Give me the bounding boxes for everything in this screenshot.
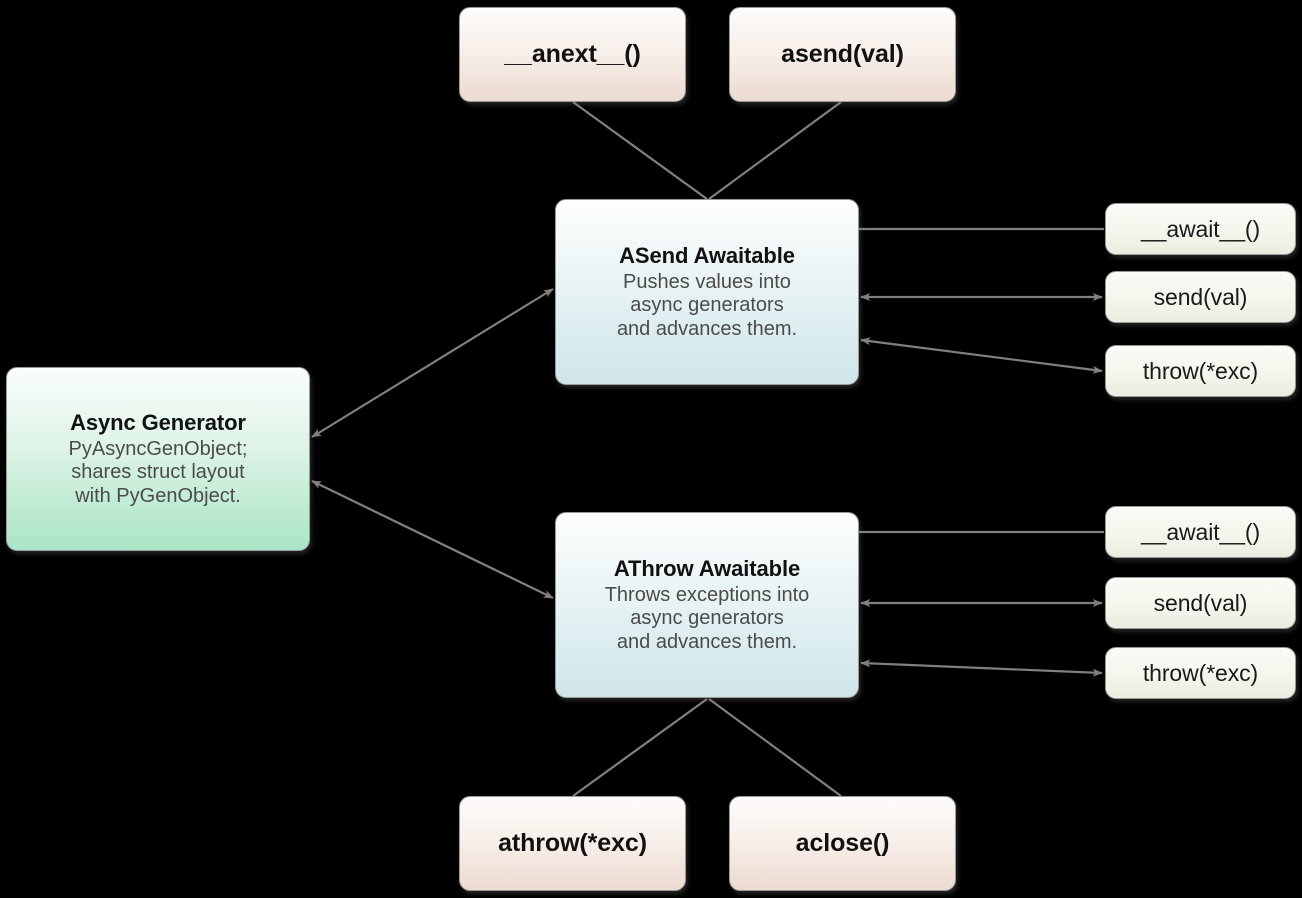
node-asend-await-label: __await__()	[1140, 215, 1261, 242]
node-athrow-send-label: send(val)	[1153, 589, 1248, 616]
node-athrow-awaitable-desc: Throws exceptions into async generators …	[604, 583, 810, 653]
edge-athrow-to-athrow-awaitable	[572, 698, 708, 797]
node-async-generator[interactable]: Async Generator PyAsyncGenObject; shares…	[6, 367, 310, 551]
node-athrow-awaitable-title: AThrow Awaitable	[613, 555, 801, 581]
node-asend-awaitable-desc: Pushes values into async generators and …	[616, 270, 798, 340]
edge-athrow-awaitable-to-throw	[860, 659, 1103, 677]
edge-generator-to-asend-awaitable	[311, 288, 554, 438]
node-asend-send-label: send(val)	[1153, 283, 1248, 310]
node-athrow-await-label: __await__()	[1140, 518, 1261, 545]
node-asend-awaitable[interactable]: ASend Awaitable Pushes values into async…	[555, 199, 859, 385]
node-asend-await[interactable]: __await__()	[1105, 203, 1296, 255]
node-anext[interactable]: __anext__()	[459, 7, 686, 102]
edge-anext-to-asend-awaitable	[572, 101, 708, 200]
node-athrow-label: athrow(*exc)	[498, 829, 647, 857]
node-athrow[interactable]: athrow(*exc)	[459, 796, 686, 891]
node-aclose-label: aclose()	[795, 829, 890, 857]
node-athrow-send[interactable]: send(val)	[1105, 577, 1296, 629]
node-asend-throw[interactable]: throw(*exc)	[1105, 345, 1296, 397]
node-async-generator-desc: PyAsyncGenObject; shares struct layout w…	[68, 437, 248, 507]
node-athrow-throw-label: throw(*exc)	[1142, 659, 1259, 686]
node-anext-label: __anext__()	[504, 40, 641, 68]
node-aclose[interactable]: aclose()	[729, 796, 956, 891]
node-asend-awaitable-title: ASend Awaitable	[619, 242, 795, 268]
node-async-generator-title: Async Generator	[70, 409, 246, 435]
edge-aclose-to-athrow-awaitable	[708, 698, 842, 797]
edge-generator-to-athrow-awaitable	[311, 480, 554, 599]
node-athrow-throw[interactable]: throw(*exc)	[1105, 647, 1296, 699]
node-asend-throw-label: throw(*exc)	[1142, 357, 1259, 384]
edge-asend-to-asend-awaitable	[708, 101, 842, 200]
node-athrow-await[interactable]: __await__()	[1105, 506, 1296, 558]
node-asend-send[interactable]: send(val)	[1105, 271, 1296, 323]
node-asend-label: asend(val)	[781, 40, 904, 68]
node-athrow-awaitable[interactable]: AThrow Awaitable Throws exceptions into …	[555, 512, 859, 698]
node-asend[interactable]: asend(val)	[729, 7, 956, 102]
edge-asend-awaitable-to-throw	[860, 337, 1103, 374]
